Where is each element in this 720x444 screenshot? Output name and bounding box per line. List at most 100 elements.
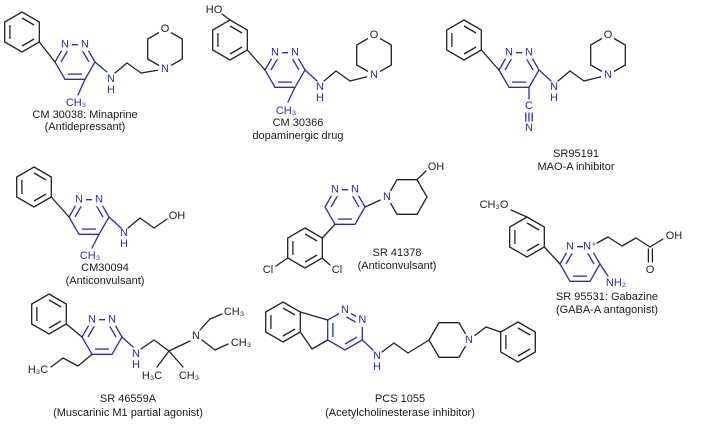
bonds-blue (77, 61, 108, 96)
caption-line-1: CM 30038: Minaprine (32, 109, 137, 121)
caption-line-2: (Anticonvulsant) (358, 260, 437, 272)
ethyl-ch3-label: CH₃ (224, 306, 244, 318)
phenyl-ring (16, 166, 52, 208)
n-label: N (291, 47, 299, 59)
methoxy-label: CH₃O (480, 199, 509, 211)
label-gaps (563, 239, 597, 254)
label-gaps (58, 22, 172, 76)
molecule-cm30094: N N CH₃ N H OH CM30094 (Anticonvulsant) (16, 166, 186, 287)
oh-label: OH (169, 210, 186, 222)
molecule-pcs1055: N N N H N PCS 1055 (Acetylcholinesterase… (265, 301, 536, 419)
caption-line-1: SR 41378 (373, 247, 422, 259)
cl-label: Cl (263, 264, 273, 276)
n-label: N (351, 184, 359, 196)
phenyl-ring (446, 19, 482, 61)
caption-line-1: PCS 1055 (375, 393, 425, 405)
ch3-label: CH₃ (276, 105, 296, 117)
benzyl-ring (500, 321, 536, 363)
nh-label: N (373, 350, 381, 362)
ethyl-ch3-label: CH₃ (231, 337, 251, 349)
n-label: N (271, 47, 279, 59)
molecule-minaprine: N N CH₃ N H N O CM 30038: Minaprine (Ant… (4, 11, 183, 133)
phenol-ring (212, 19, 248, 61)
label-gaps (85, 312, 119, 327)
caption-line-2: (Muscarinic M1 partial agonist) (53, 407, 203, 419)
n-label: N (525, 47, 533, 59)
n-label: N (566, 241, 574, 253)
gem-methyl-label: H₃C (142, 370, 162, 382)
oh-label: OH (666, 230, 683, 242)
o-label: O (604, 29, 613, 41)
bonds-blue (599, 263, 609, 277)
ch3-label: CH₃ (80, 250, 100, 262)
nh2-label: NH₂ (606, 277, 626, 289)
dichlorophenyl-ring (287, 227, 323, 269)
n-label: N (75, 194, 83, 206)
h-label: H (107, 84, 115, 96)
label-gaps (268, 28, 381, 82)
n-label: N (108, 314, 116, 326)
ch3-label: CH₃ (66, 97, 86, 109)
caption-line-1: CM30094 (81, 262, 129, 274)
methoxyphenyl-ring (509, 216, 545, 258)
n-label: N (88, 314, 96, 326)
bonds-black (299, 311, 502, 354)
label-gaps (338, 303, 476, 347)
nh-label: N (316, 81, 324, 93)
caption-line-2: (GABA-A antagonist) (556, 304, 658, 316)
n-label: N (95, 194, 103, 206)
n-label: N (465, 334, 473, 346)
n-label: N (341, 304, 349, 316)
caption-line-2: (Anticonvulsant) (66, 275, 145, 287)
n-label: N (331, 184, 339, 196)
bonds-black (221, 13, 375, 82)
caption-line-1: SR95191 (553, 148, 599, 160)
o-label: O (161, 23, 170, 35)
bonds-blue (91, 216, 122, 249)
bonds-black (50, 196, 168, 229)
benzo-ring (265, 301, 301, 343)
amine-n-label: N (192, 330, 200, 342)
caption-line-2: (Acetylcholinesterase inhibitor) (325, 407, 475, 419)
caption-line-2: dopaminergic drug (252, 130, 343, 142)
caption-line-1: SR 46559A (100, 393, 157, 405)
h-label: H (373, 361, 381, 373)
label-gaps (328, 182, 394, 204)
label-gaps (72, 192, 106, 207)
propyl-ch3-label: H₃C (28, 364, 48, 376)
h-label: H (120, 238, 128, 250)
n-label: N (383, 191, 391, 203)
bonds-blue (121, 336, 134, 348)
molecule-cm30366: HO N N CH₃ N H N O CM 30366 dopaminergic… (206, 4, 392, 142)
n-label: N (604, 69, 612, 81)
o-label: O (370, 29, 379, 41)
n-label: N (370, 69, 378, 81)
molecule-sr95191: N N C N N H N O SR95191 MAO-A inhibitor (446, 19, 626, 173)
oh-label: OH (428, 161, 445, 173)
nitrile-n-label: N (525, 122, 533, 134)
caption-line-1: CM 30366 (273, 117, 324, 129)
ho-label: HO (206, 4, 223, 16)
bonds-blue (287, 69, 318, 103)
n-label: N (505, 47, 513, 59)
label-gaps (502, 28, 615, 82)
nh-label: N (132, 348, 140, 360)
bonds-black (275, 170, 427, 267)
bonds-blue (361, 339, 374, 351)
phenyl-ring (4, 11, 40, 53)
bonds-black (50, 313, 229, 368)
caption-line-2: MAO-A inhibitor (537, 161, 614, 173)
nh-label: N (550, 81, 558, 93)
n-plus-label: N⁺ (583, 241, 597, 253)
molecule-sr41378: Cl Cl N N N OH SR 41378 (Anticonvulsant) (263, 161, 445, 276)
n-label: N (81, 39, 89, 51)
molecule-sr46559a: N N H₃C N H H₃C CH₃ N CH₃ CH₃ SR 46559A … (28, 293, 251, 419)
h-label: H (316, 92, 324, 104)
molecule-gabazine: CH₃O N N⁺ NH₂ O OH SR 95531: Gabazine (G… (480, 199, 683, 316)
h-label: H (550, 92, 558, 104)
cl-label: Cl (332, 264, 342, 276)
nh-label: N (107, 73, 115, 85)
n-label: N (61, 39, 69, 51)
